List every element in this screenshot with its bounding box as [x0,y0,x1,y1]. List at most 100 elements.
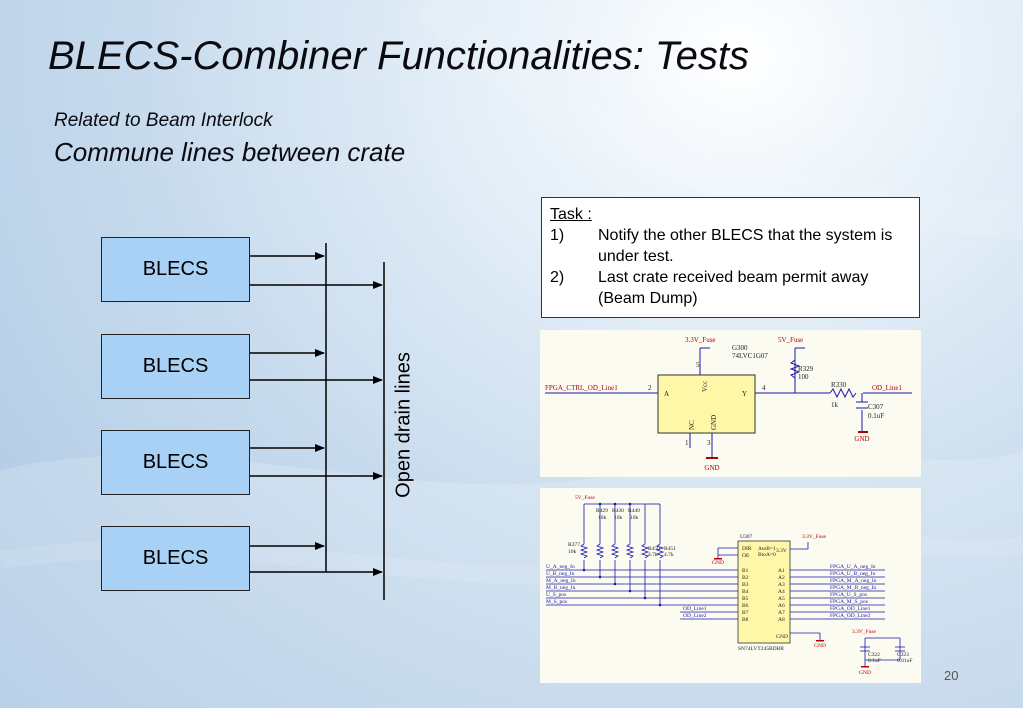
resistor-value: 100 [798,373,809,381]
slide-subtitle-main: Commune lines between crate [54,137,406,167]
pin-label: A8 [778,617,785,623]
blecs-4-links [250,542,383,576]
open-drain-label: Open drain lines [392,352,415,498]
net-label: OD_Line1 [872,384,902,392]
pin-label: A [664,390,669,398]
gnd-label: GND [704,464,719,472]
net-label: FPGA_OD_Line1 [830,606,871,612]
task-item-1: 1) Notify the other BLECS that the syste… [550,225,911,267]
pin-label: A5 [778,596,785,602]
chip-note: 3.3V [776,548,787,554]
capacitor-ref: C322 [868,652,880,658]
resistor-value: 10k [614,515,623,521]
blecs-1-links [250,252,383,289]
chip-note: AtoB=1 [758,546,776,552]
net-label: M_A_neg_In [546,578,576,584]
gnd-label: GND [859,670,871,676]
net-label: FPGA_M_S_pos [830,599,868,605]
net-label: FPGA_CTRL_OD_Line1 [545,384,618,392]
resistor-ref: R430 [612,508,624,514]
net-label: OD_Line1 [683,606,707,612]
capacitor-value: 0.1uF [868,658,881,664]
resistor-value: 10k [568,549,577,555]
task-item-text: Last crate received beam permit away (Be… [598,269,869,307]
chip-note: BtoA=0 [758,552,776,558]
net-label: FPGA_M_A_neg_In [830,578,877,584]
buffer-schematic: GND GND 3.3V_Fuse 5V_Fuse FPGA_CTRL_OD_L… [540,330,921,477]
resistor-ref: R330 [831,381,847,389]
supply-label: 3.3V_Fuse [802,534,827,540]
blecs-box-2: BLECS [101,334,250,399]
resistor-value: 4.7k [664,552,674,558]
supply-label: 3.3V_Fuse [685,336,716,344]
resistor-value: 10k [598,515,607,521]
capacitor-value: 0.1uF [868,412,884,420]
resistor-ref: R450 [648,546,660,552]
pin-label: A1 [778,568,785,574]
pin-number: 4 [762,384,766,392]
pin-label: B5 [742,596,749,602]
blecs-2-links [250,349,383,384]
pin-label: A2 [778,575,785,581]
resistor-ref: R329 [798,365,814,373]
chip-ref: U307 [740,534,752,540]
pin-number: 2 [648,384,652,392]
gnd-label: GND [854,435,869,443]
chip-type: SN74LVT245BDBR [738,646,784,652]
blecs-3-links [250,444,383,480]
net-label: U_B_neg_In [546,571,575,577]
task-item-number: 2) [550,269,565,286]
pin-label: B2 [742,575,749,581]
supply-label: 5V_Fuse [575,495,595,501]
pin-label: B8 [742,617,749,623]
resistor-value: 10k [630,515,639,521]
capacitor-ref: C307 [868,403,884,411]
pin-label: A4 [778,589,785,595]
net-label: FPGA_U_B_neg_In [830,571,875,577]
resistor-value: 1k [831,401,839,409]
task-heading: Task : [550,206,592,223]
slide-title: BLECS-Combiner Functionalities: Tests [48,34,750,78]
part-label: G300 [732,344,748,352]
net-label: M_S_pos [546,599,567,605]
task-box: Task : 1) Notify the other BLECS that th… [541,197,920,318]
pin-label: NC [688,420,696,430]
resistor-ref: R449 [628,508,640,514]
pin-label: B1 [742,568,749,574]
resistor-ref: R451 [664,546,676,552]
net-label: FPGA_M_B_neg_In [830,585,876,591]
supply-label: 3.3V_Fuse [852,629,877,635]
blecs-box-4: BLECS [101,526,250,591]
pin-label: A7 [778,610,785,616]
net-label: U_S_pos [546,592,566,598]
slide-subtitle: Related to Beam Interlock [54,110,273,131]
resistor-ref: R377 [568,542,580,548]
pin-label: A3 [778,582,785,588]
supply-label: 5V_Fuse [778,336,803,344]
pin-number: 1 [685,439,689,447]
pin-label: DIR [742,546,752,552]
pin-number: 5 [696,361,700,369]
pin-label: B6 [742,603,749,609]
pin-label: Y [742,390,747,398]
net-label: M_B_neg_In [546,585,576,591]
page-number: 20 [944,668,959,683]
pin-label: B7 [742,610,749,616]
pin-number: 3 [707,439,711,447]
transceiver-schematic: 5V_Fuse 3.3V_Fuse 3.3V_Fuse GND GND GND … [540,488,921,683]
pin-label: GND [710,415,718,430]
net-label: FPGA_OD_Line2 [830,613,871,619]
capacitor-ref: C323 [897,652,909,658]
pin-label: OE [742,553,750,559]
resistor-value: 4.7k [648,552,658,558]
pin-label: GND [776,634,788,640]
blecs-box-3: BLECS [101,430,250,495]
blecs-box-1: BLECS [101,237,250,302]
pin-label: Vcc [701,381,709,392]
net-label: U_A_neg_In [546,564,575,570]
task-item-text: Notify the other BLECS that the system i… [598,227,893,265]
gnd-label: GND [814,643,826,649]
gnd-label: GND [712,560,724,566]
resistor-ref: R429 [596,508,608,514]
